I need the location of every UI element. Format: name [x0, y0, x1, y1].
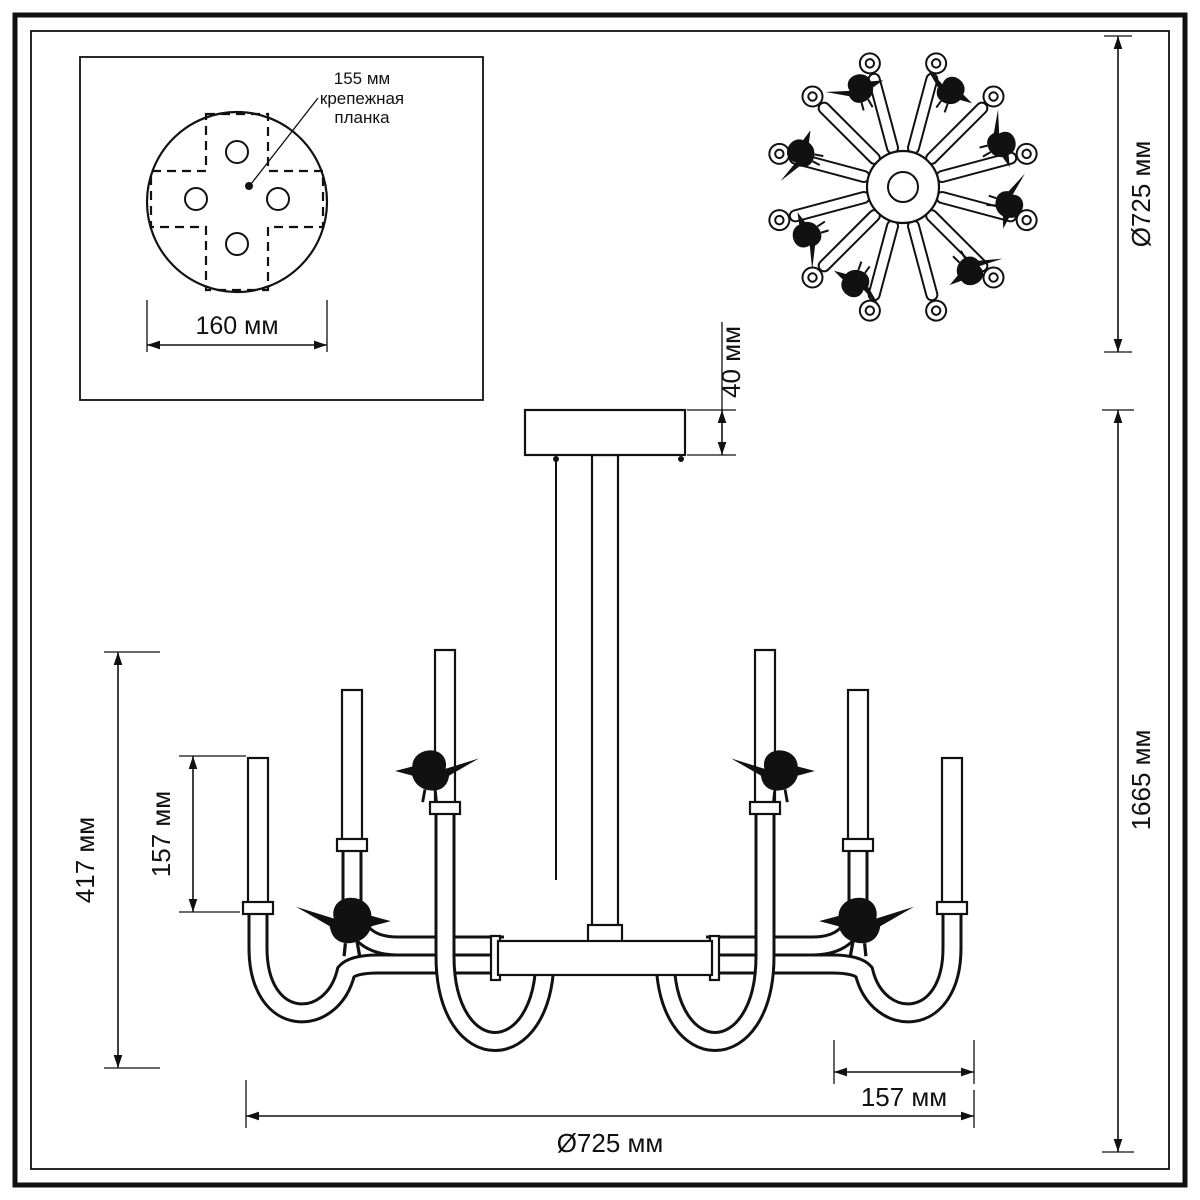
callout-value-label: 155 мм	[334, 69, 390, 88]
mounting-plate-detail: 155 мм крепежная планка 160 мм	[79, 56, 484, 401]
arm-spacing-dimension: 157 мм	[833, 1040, 975, 1112]
cable-attachment-dot	[678, 456, 684, 462]
inner-border	[30, 30, 1170, 1170]
screw-hole-right	[266, 187, 290, 211]
cable-attachment-dot	[553, 456, 559, 462]
screw-hole-top	[225, 140, 249, 164]
callout-text-line2: планка	[334, 108, 390, 127]
top-view	[768, 52, 1038, 322]
central-rod	[590, 453, 620, 929]
screw-hole-left	[184, 187, 208, 211]
candle-height-label: 157 мм	[146, 791, 176, 877]
bird-icon	[729, 748, 817, 804]
central-hub-bar	[496, 939, 714, 977]
candle-collar	[841, 837, 875, 853]
rod-hub-connector	[586, 923, 624, 944]
arm-middle-left	[341, 826, 504, 957]
border-frame	[12, 12, 1188, 1188]
canopy-plate-circle	[145, 110, 329, 294]
front-view	[241, 408, 969, 1052]
candle-middle-left	[340, 688, 364, 847]
plate-width-label: 160 мм	[195, 312, 278, 340]
plate-width-dimension: 160 мм	[146, 300, 328, 352]
arm-height-label: 417 мм	[70, 817, 100, 903]
candle-height-dimension: 157 мм	[146, 755, 246, 913]
fixture-diameter-label: Ø725 мм	[557, 1128, 664, 1158]
arm-outer-right	[706, 856, 963, 1024]
ceiling-canopy	[523, 408, 687, 457]
arm-spacing-label: 157 мм	[861, 1082, 947, 1112]
candle-middle-right	[846, 688, 870, 847]
mounting-bracket-cross	[149, 112, 325, 292]
screw-hole-bottom	[225, 232, 249, 256]
canopy-height-label: 40 мм	[716, 326, 746, 398]
canopy-height-dimension: 40 мм	[687, 322, 746, 456]
arm-outer-left	[247, 856, 504, 1024]
candle-collar	[748, 800, 782, 816]
candle-collar	[935, 900, 969, 916]
arm-inner-right	[654, 796, 776, 1052]
bird-icon	[393, 748, 481, 804]
arm-middle-right	[706, 826, 869, 957]
candle-collar	[241, 900, 275, 916]
total-height-dimension: 1665 мм	[1102, 409, 1156, 1153]
total-height-label: 1665 мм	[1126, 730, 1156, 831]
top-view-diameter-dimension: Ø725 мм	[1104, 35, 1156, 353]
top-view-diameter-label: Ø725 мм	[1126, 141, 1156, 248]
candle-outer-right	[940, 756, 964, 910]
outer-border	[12, 12, 1188, 1188]
candle-collar	[428, 800, 462, 816]
callout-text-line1: крепежная	[320, 89, 404, 108]
top-view-hub-center	[887, 171, 919, 203]
top-view-hub	[865, 149, 941, 225]
fixture-diameter-dimension: Ø725 мм	[245, 1080, 975, 1158]
candle-collar	[335, 837, 369, 853]
arm-height-dimension: 417 мм	[70, 651, 160, 1069]
top-view-arms	[768, 52, 1038, 322]
candle-outer-left	[246, 756, 270, 910]
callout-leader-line	[250, 97, 319, 185]
arm-inner-left	[434, 796, 556, 1052]
